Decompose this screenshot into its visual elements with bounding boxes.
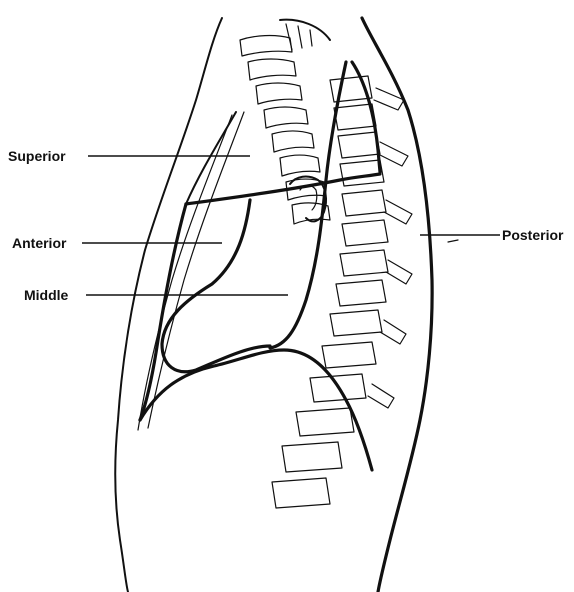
aortic-arch — [290, 177, 326, 222]
label-posterior: Posterior — [502, 227, 564, 243]
sternum — [138, 115, 232, 430]
posterior-boundary — [270, 62, 346, 348]
anterior-body-contour — [115, 18, 222, 592]
sternum-inner — [148, 112, 244, 428]
label-middle: Middle — [24, 287, 69, 303]
label-superior: Superior — [8, 148, 66, 164]
label-anterior: Anterior — [12, 235, 67, 251]
anterior-boundary — [140, 204, 186, 420]
thoracic-spine — [272, 76, 412, 508]
superior-anterior-boundary — [186, 112, 236, 204]
tick-mark — [448, 240, 458, 242]
middle-mediastinum-outline — [162, 200, 270, 372]
